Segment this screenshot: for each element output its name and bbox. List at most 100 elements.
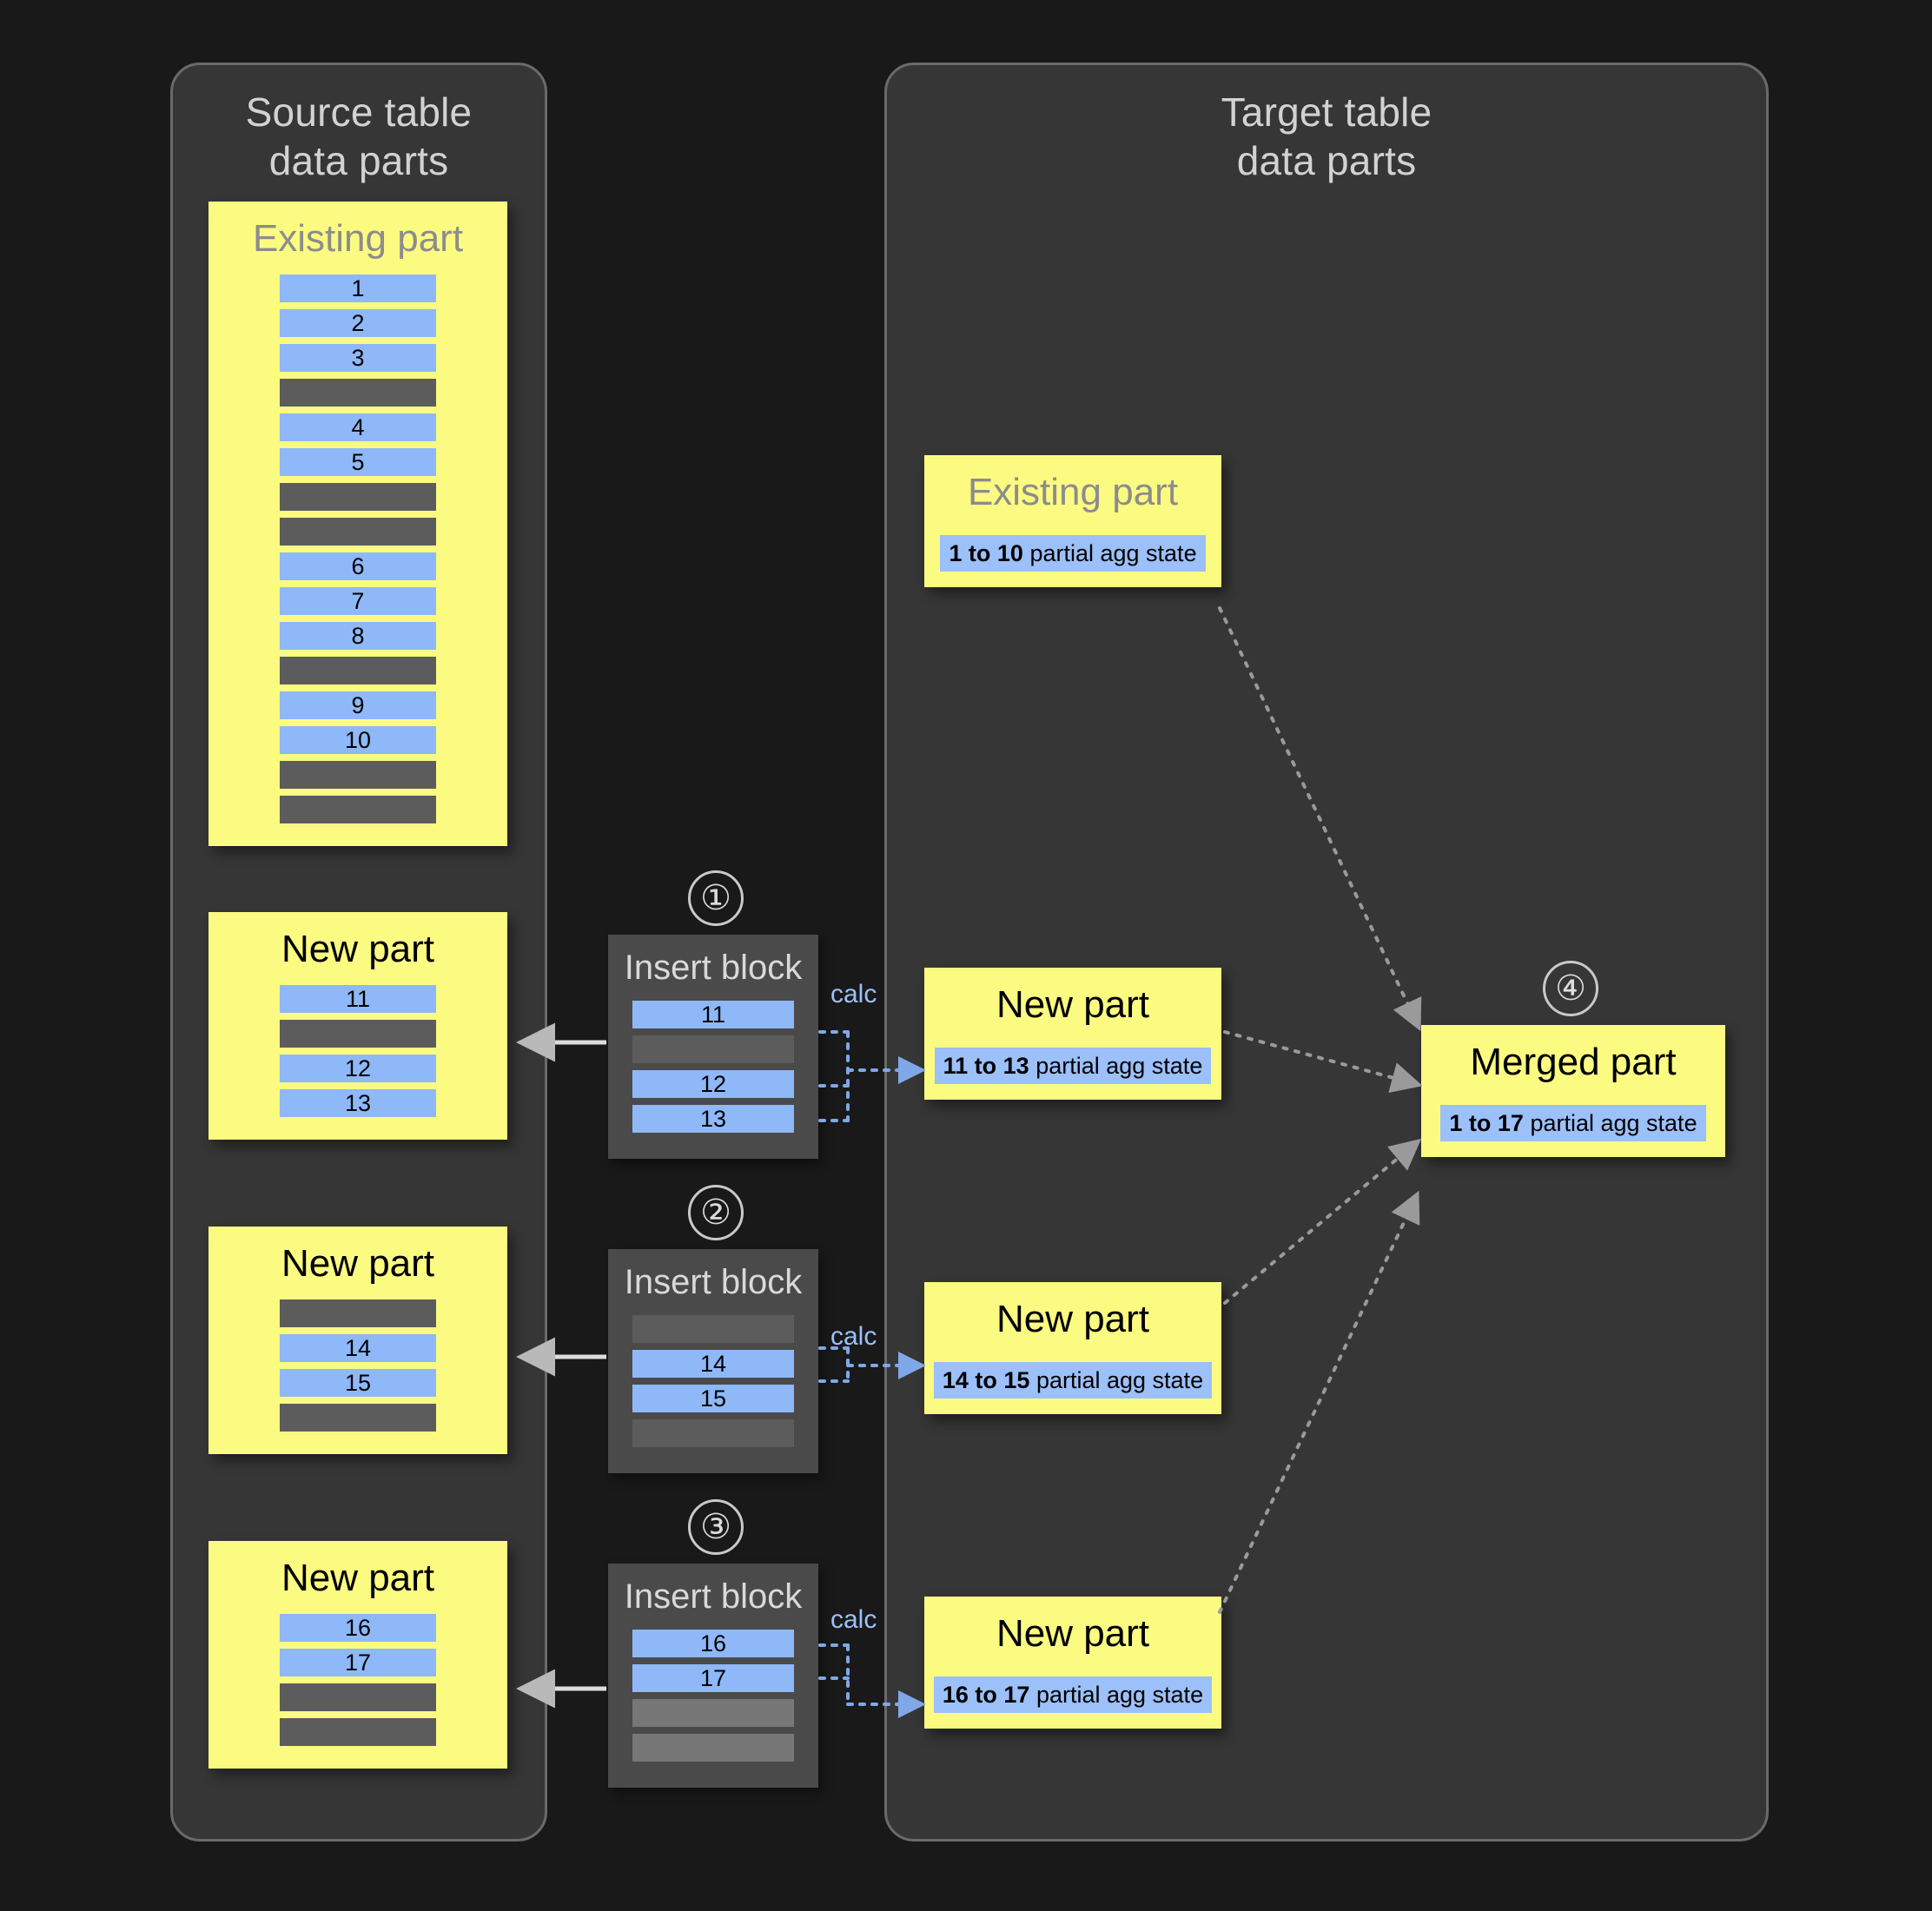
step-badge-2: ② (688, 1185, 744, 1240)
calc-label-3: calc (830, 1605, 877, 1634)
source-new-part-3-row-1: 16 (280, 1614, 436, 1642)
merged-part-agg: 1 to 17 partial agg state (1440, 1105, 1706, 1141)
source-new-part-2-row-2: 14 (280, 1334, 436, 1362)
target-new-part-2-title: New part (996, 1298, 1150, 1340)
target-new-part-1-agg-suffix: partial agg state (1029, 1053, 1203, 1079)
source-new-part-2-row-3: 15 (280, 1369, 436, 1397)
step-badge-1: ① (688, 870, 744, 926)
source-new-part-1-title: New part (281, 928, 435, 970)
source-existing-part-row-3: 3 (280, 344, 436, 372)
source-existing-part-title: Existing part (252, 217, 464, 260)
source-existing-part-row-9: 6 (280, 552, 436, 580)
target-new-part-3-title: New part (996, 1612, 1150, 1655)
source-existing-part-row-2: 2 (280, 309, 436, 337)
merged-part-agg-range: 1 to 17 (1449, 1110, 1524, 1136)
merged-part-agg-wrap: 1 to 17 partial agg state (1421, 1105, 1725, 1141)
target-new-part-1-agg: 11 to 13 partial agg state (934, 1048, 1212, 1084)
insert-block-2-row-2: 14 (632, 1350, 794, 1378)
insert-block-1-row-3: 12 (632, 1070, 794, 1098)
source-new-part-2-title: New part (281, 1242, 435, 1285)
source-new-part-1: New part 11 12 13 (208, 912, 507, 1140)
source-existing-part-row-12 (280, 657, 436, 684)
target-new-part-1-title: New part (996, 983, 1150, 1026)
target-new-part-3: New part 16 to 17 partial agg state (924, 1597, 1221, 1729)
target-new-part-2-agg: 14 to 15 partial agg state (933, 1362, 1213, 1399)
source-existing-part-row-14: 10 (280, 726, 436, 754)
source-new-part-3-row-2: 17 (280, 1649, 436, 1676)
target-new-part-3-agg-suffix: partial agg state (1029, 1682, 1204, 1708)
insert-block-3-row-1: 16 (632, 1630, 794, 1657)
source-existing-part-row-11: 8 (280, 622, 436, 650)
source-new-part-1-row-2 (280, 1020, 436, 1048)
target-existing-part-agg-suffix: partial agg state (1022, 540, 1197, 566)
target-new-part-1: New part 11 to 13 partial agg state (924, 968, 1221, 1100)
source-existing-part-row-4 (280, 379, 436, 407)
source-new-part-2-row-1 (280, 1299, 436, 1327)
insert-block-3-row-4 (632, 1734, 794, 1762)
calc-label-2: calc (830, 1322, 877, 1351)
insert-block-2-title: Insert block (624, 1263, 803, 1301)
insert-block-1-title: Insert block (624, 949, 803, 987)
source-existing-part-row-13: 9 (280, 691, 436, 719)
target-existing-part-agg: 1 to 10 partial agg state (940, 535, 1206, 572)
target-existing-part-agg-wrap: 1 to 10 partial agg state (924, 535, 1221, 572)
target-new-part-3-agg-wrap: 16 to 17 partial agg state (924, 1676, 1221, 1713)
insert-block-1-row-2 (632, 1035, 794, 1063)
source-new-part-1-row-3: 12 (280, 1055, 436, 1082)
insert-block-2-row-1 (632, 1315, 794, 1343)
calc-label-1: calc (830, 980, 877, 1008)
insert-block-1-rows: 11 12 13 (632, 1001, 794, 1133)
source-panel-title: Source table data parts (245, 89, 473, 183)
target-new-part-1-agg-range: 11 to 13 (943, 1053, 1029, 1079)
source-new-part-2-row-4 (280, 1404, 436, 1432)
insert-block-3: Insert block 16 17 (608, 1564, 818, 1788)
target-existing-part: Existing part 1 to 10 partial agg state (924, 455, 1221, 587)
step-badge-4: ④ (1543, 961, 1598, 1016)
source-existing-part-row-6: 5 (280, 448, 436, 476)
target-table-panel: Target table data parts (884, 63, 1769, 1842)
source-existing-part-row-1: 1 (280, 274, 436, 302)
target-new-part-2-agg-range: 14 to 15 (942, 1367, 1030, 1393)
target-new-part-2-agg-wrap: 14 to 15 partial agg state (924, 1362, 1221, 1399)
target-existing-part-title: Existing part (967, 471, 1179, 513)
source-new-part-1-rows: 11 12 13 (280, 985, 436, 1117)
target-new-part-3-agg-range: 16 to 17 (942, 1682, 1030, 1708)
source-existing-part-row-10: 7 (280, 587, 436, 615)
insert-block-2-row-3: 15 (632, 1385, 794, 1412)
insert-block-1: Insert block 11 12 13 (608, 935, 818, 1159)
merged-part-title: Merged part (1470, 1041, 1677, 1083)
merged-part: Merged part 1 to 17 partial agg state (1421, 1025, 1725, 1157)
target-new-part-2-agg-suffix: partial agg state (1029, 1367, 1204, 1393)
insert-block-3-row-2: 17 (632, 1664, 794, 1692)
source-new-part-1-row-4: 13 (280, 1089, 436, 1117)
insert-block-3-title: Insert block (624, 1577, 803, 1616)
source-existing-part-row-15 (280, 761, 436, 789)
target-new-part-1-agg-wrap: 11 to 13 partial agg state (924, 1048, 1221, 1084)
target-new-part-3-agg: 16 to 17 partial agg state (933, 1676, 1213, 1713)
insert-block-1-row-1: 11 (632, 1001, 794, 1028)
target-panel-title: Target table data parts (1221, 89, 1432, 183)
source-new-part-3-row-4 (280, 1718, 436, 1746)
insert-block-3-row-3 (632, 1699, 794, 1727)
step-badge-3: ③ (688, 1499, 744, 1555)
merged-part-agg-suffix: partial agg state (1523, 1110, 1697, 1136)
source-existing-part-row-16 (280, 796, 436, 823)
source-existing-part-row-7 (280, 483, 436, 511)
source-new-part-3-title: New part (281, 1557, 435, 1599)
source-new-part-3-row-3 (280, 1683, 436, 1711)
target-new-part-2: New part 14 to 15 partial agg state (924, 1282, 1221, 1414)
target-existing-part-agg-range: 1 to 10 (949, 540, 1023, 566)
insert-block-1-row-4: 13 (632, 1105, 794, 1133)
insert-block-2-row-4 (632, 1419, 794, 1447)
source-new-part-1-row-1: 11 (280, 985, 436, 1013)
source-existing-part-row-8 (280, 518, 436, 546)
